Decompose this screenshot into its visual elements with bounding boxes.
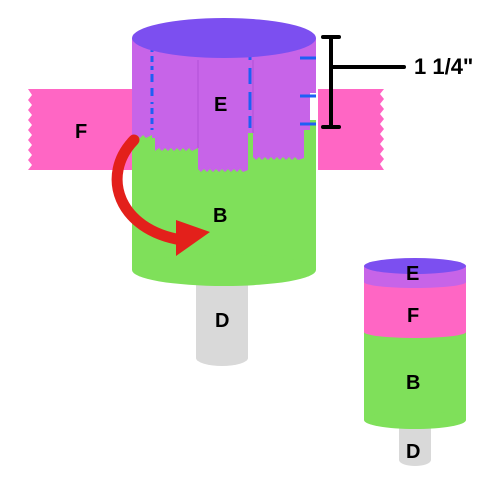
label-e-stack: E <box>406 263 419 285</box>
label-d-stack: D <box>406 441 420 463</box>
main-assembly: 1 1/4" E F B D <box>28 18 473 366</box>
stack-pink-band <box>364 280 466 338</box>
measurement-label: 1 1/4" <box>414 54 473 79</box>
label-f-stack: F <box>407 305 419 327</box>
label-d-main: D <box>215 310 229 332</box>
main-lavender-wrap <box>132 38 316 172</box>
label-b-stack: B <box>406 372 420 394</box>
main-pink-tape <box>28 89 384 170</box>
main-red-arrow <box>111 134 210 256</box>
stack-assembly: E F B D <box>364 258 466 466</box>
label-b-main: B <box>213 205 227 227</box>
label-e-main: E <box>214 94 227 116</box>
stack-purple-top <box>364 258 466 274</box>
stack-green-body <box>364 325 466 429</box>
measurement-bracket <box>321 35 406 129</box>
label-f-main: F <box>75 121 87 143</box>
main-purple-top <box>132 18 316 58</box>
